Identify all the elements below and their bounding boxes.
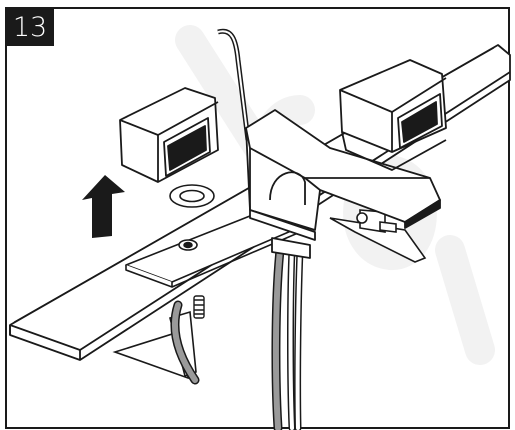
step-number-badge: 13 xyxy=(6,8,54,46)
arrow-up-icon xyxy=(82,175,125,238)
washer xyxy=(169,184,215,208)
under-fitting-left xyxy=(193,295,205,319)
flexible-hoses xyxy=(170,244,304,430)
mounting-plate xyxy=(125,209,313,288)
handle-left xyxy=(119,87,219,183)
handle-right xyxy=(339,59,447,171)
diagram-border xyxy=(5,7,510,429)
faucet-spout xyxy=(217,28,441,259)
